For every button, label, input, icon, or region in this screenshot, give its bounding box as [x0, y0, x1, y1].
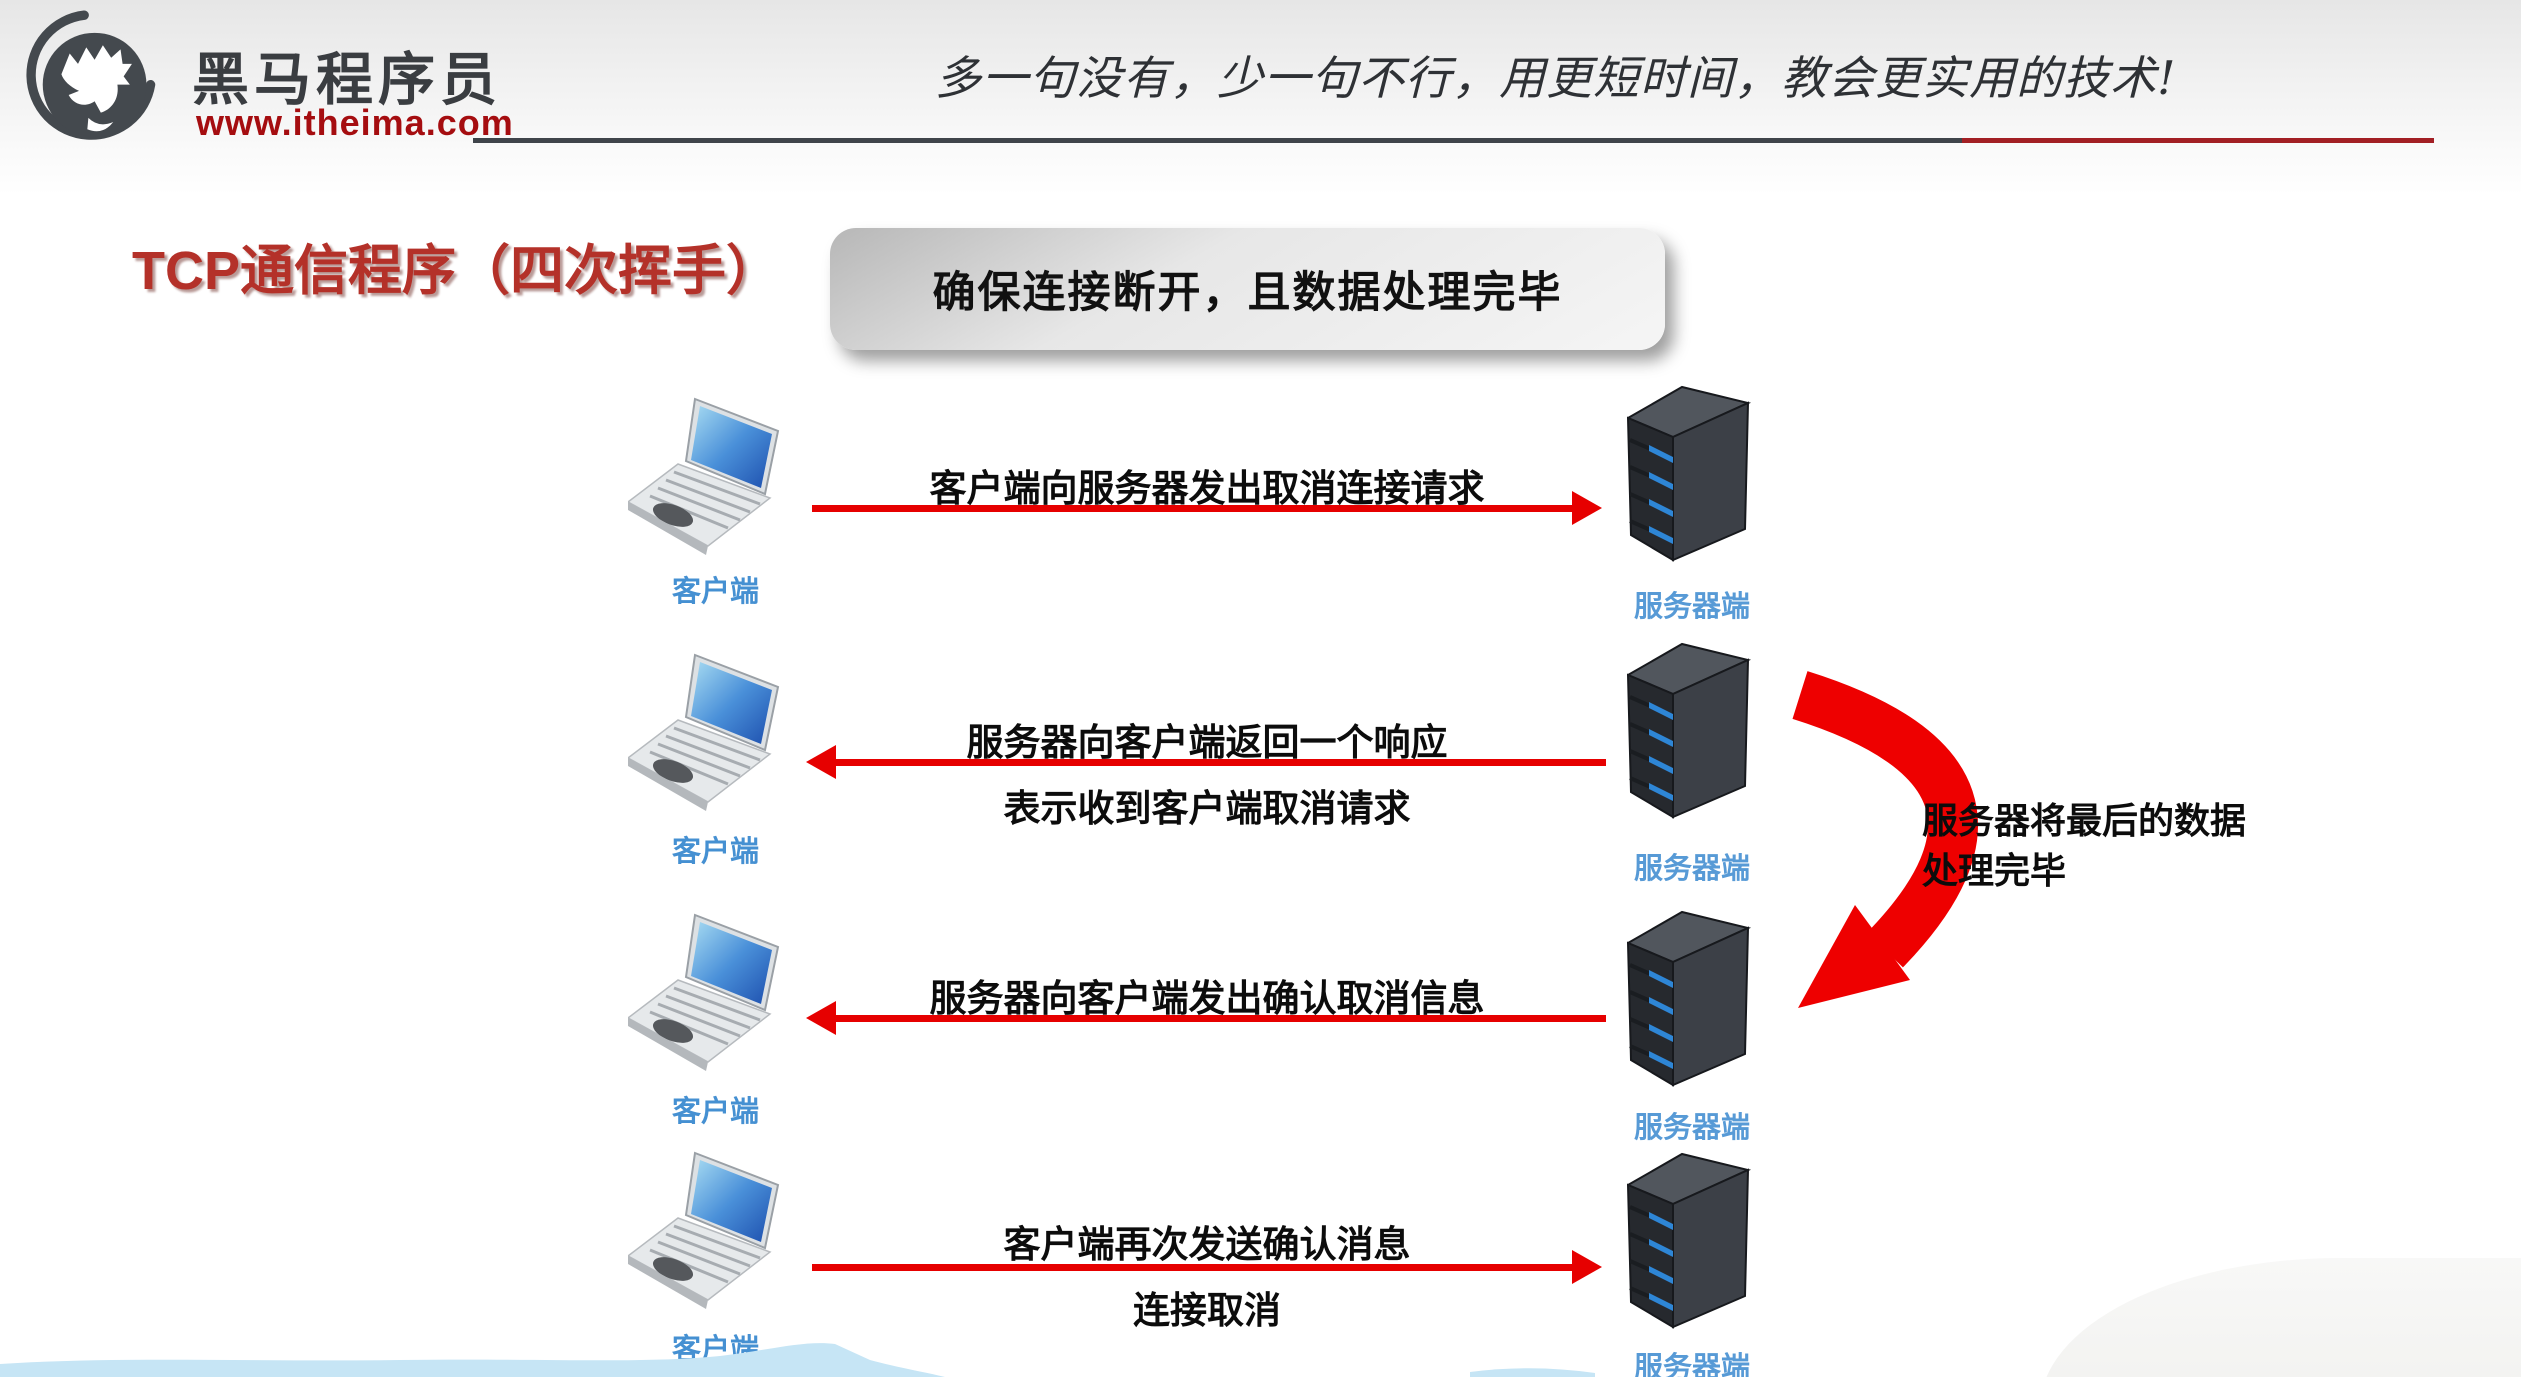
corner-decoration: [2040, 1258, 2521, 1377]
wave-decoration: [0, 1343, 1595, 1377]
callout-text: 确保连接断开，且数据处理完毕: [932, 269, 1563, 317]
curved-arrow-icon: [1792, 671, 1978, 1008]
itheima-logo: 黑马程序员 www.itheima.com: [22, 10, 582, 160]
step3-message: 服务器向客户端发出确认取消信息: [929, 978, 1485, 1019]
step4-message-line1: 客户端再次发送确认消息: [1003, 1224, 1411, 1265]
server-label: 服务器端: [1633, 1112, 1750, 1144]
step1-message: 客户端向服务器发出取消连接请求: [929, 468, 1485, 509]
step2-message-line2: 表示收到客户端取消请求: [1003, 788, 1411, 829]
server-label: 服务器端: [1633, 591, 1750, 623]
brand-url: www.itheima.com: [196, 102, 514, 143]
header-slogan: 多一句没有，少一句不行，用更短时间，教会更实用的技术!: [935, 51, 2177, 105]
step1-arrow-right-icon: [812, 491, 1602, 525]
client-laptop-icon: [628, 652, 803, 822]
step4-arrow-right-icon: [812, 1250, 1602, 1284]
side-note-line1: 服务器将最后的数据: [1922, 800, 2247, 841]
brand-name: 黑马程序员: [192, 48, 502, 112]
horse-icon: [26, 10, 156, 140]
step2-arrow-left-icon: [806, 745, 1606, 779]
client-label: 客户端: [671, 1096, 759, 1128]
client-laptop-icon: [628, 396, 803, 566]
server-label: 服务器端: [1633, 853, 1750, 885]
page-title: TCP通信程序（四次挥手）: [132, 241, 780, 301]
server-tower-icon: [1627, 910, 1757, 1100]
step3-arrow-left-icon: [806, 1001, 1606, 1035]
header-rule-red: [1962, 138, 2434, 143]
server-tower-icon: [1627, 385, 1757, 575]
client-laptop-icon: [628, 912, 803, 1082]
server-tower-icon: [1627, 1152, 1757, 1342]
side-note: 服务器将最后的数据 处理完毕: [1922, 796, 2246, 896]
server-label: 服务器端: [1633, 1352, 1750, 1377]
server-tower-icon: [1627, 642, 1757, 832]
step2-message-line1: 服务器向客户端返回一个响应: [966, 722, 1448, 763]
header-band: [0, 0, 2521, 195]
step4-message-line2: 连接取消: [1133, 1290, 1281, 1331]
client-label: 客户端: [671, 836, 759, 868]
callout-box: 确保连接断开，且数据处理完毕: [830, 228, 1665, 350]
client-laptop-icon: [628, 1150, 803, 1320]
header-rule-dark: [473, 138, 1962, 143]
client-label: 客户端: [671, 576, 759, 608]
side-note-line2: 处理完毕: [1922, 850, 2067, 891]
